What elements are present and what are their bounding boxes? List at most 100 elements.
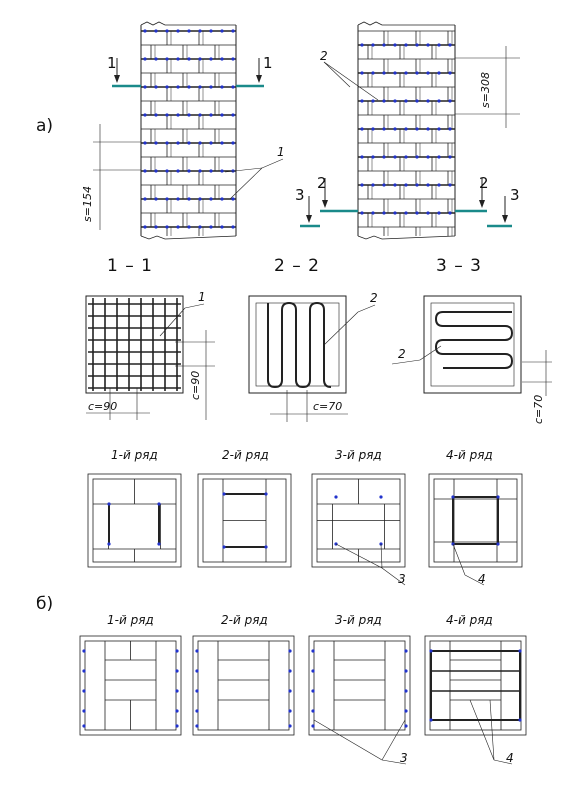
plan-a-row-3 [311,473,406,568]
rebar-dot [393,127,397,131]
dim-s154: s=154 [81,186,94,222]
rebar-dot [404,689,408,693]
rebar-dot [360,99,364,103]
rebar-dot [437,211,441,215]
rebar-dot [220,225,224,229]
plan-inner-outline [429,640,522,731]
rebar-dot [176,197,180,201]
rebar-dot [187,57,191,61]
rebar-dot [382,211,386,215]
dim-c90-vertical: c=90 [189,370,202,400]
rebar-dot [426,43,430,47]
rebar-dot [82,669,86,673]
rebar-dot [382,99,386,103]
rebar-dot [264,492,268,496]
break-line-bottom [357,235,456,240]
leader [159,307,186,337]
dim-c90-horizontal: c=90 [88,400,118,413]
rebar-dot [404,127,408,131]
rebar-dot [382,183,386,187]
plan-b-row-3 [308,635,411,736]
rebar-dot [176,113,180,117]
row-label-a-1: 1-й ряд [111,448,158,462]
plan-outline [192,635,295,736]
leader [335,543,383,569]
rebar-dot [518,718,522,722]
wall-left-mesh [140,21,237,240]
rebar-dot [437,99,441,103]
leader [224,167,263,173]
dim-s308: s=308 [479,72,492,108]
rebar-dot [231,85,235,89]
rebar-dot [82,709,86,713]
rebar-dot [448,211,452,215]
rebar-dot [404,709,408,713]
rebar-dot [198,225,202,229]
rebar-dot [393,211,397,215]
rebar-dot [231,57,235,61]
rebar-dot [429,718,433,722]
closed-frame-rebar [430,650,521,721]
section-mark-3-left: 3 [295,186,305,204]
rebar-dot [209,57,213,61]
rebar-dot [404,724,408,728]
plan-outline [79,635,182,736]
rebar-dot [415,127,419,131]
rebar-dot [404,155,408,159]
rebar-dot [157,542,161,546]
rebar-dot [393,183,397,187]
rebar-dot [371,99,375,103]
section-1-right-arrow-head [256,75,262,83]
leader-lines [159,61,513,765]
rebar-dot [154,141,158,145]
rebar-dot [187,29,191,33]
rebar-dot [231,141,235,145]
plan-outline [197,473,292,568]
rebar-dot [393,99,397,103]
rebar-dot [165,225,169,229]
leader [489,699,495,761]
rebar-dot [165,113,169,117]
rebar-dot [165,197,169,201]
rebar-dot [175,689,179,693]
plan-outline [424,635,527,736]
callout-frame-a: 4 [478,572,486,586]
row-label-b-4: 4-й ряд [446,613,493,627]
leader [323,61,351,88]
rebar-dot [415,43,419,47]
row-label-a-4: 4-й ряд [446,448,493,462]
rebar-dot [82,689,86,693]
rebar-dot [415,183,419,187]
rebar-dot [379,495,383,499]
rebar-dot [437,155,441,159]
callout-zigzag-section-2: 2 [370,291,378,305]
rebar-dot [404,43,408,47]
rebar-dot [209,29,213,33]
break-line-top [357,21,455,26]
plan-a-row-4 [428,473,523,568]
leader [381,719,406,761]
wall-right-zigzag [357,21,456,240]
rebar-dot [404,71,408,75]
zigzag-rebar [267,301,332,389]
rebar-dot [209,197,213,201]
rebar-dot [107,542,111,546]
rebar-dot [518,649,522,653]
rebar-dot [154,85,158,89]
rebar-dot [195,669,199,673]
rebar-dot [496,495,500,499]
plan-a-row-1 [87,473,182,568]
cross-sections [85,295,552,422]
leader [469,699,495,761]
rebar-dot [371,183,375,187]
rebar-dot [360,43,364,47]
callout-mesh-section: 1 [198,290,206,304]
row-label-b-1: 1-й ряд [107,613,154,627]
zigzag-rebar [434,311,514,369]
rebar-dot [209,169,213,173]
leader [323,311,359,346]
rebar-dot [143,29,147,33]
rebar-dot [198,29,202,33]
rebar-dot [451,495,455,499]
rebar-dot [143,169,147,173]
